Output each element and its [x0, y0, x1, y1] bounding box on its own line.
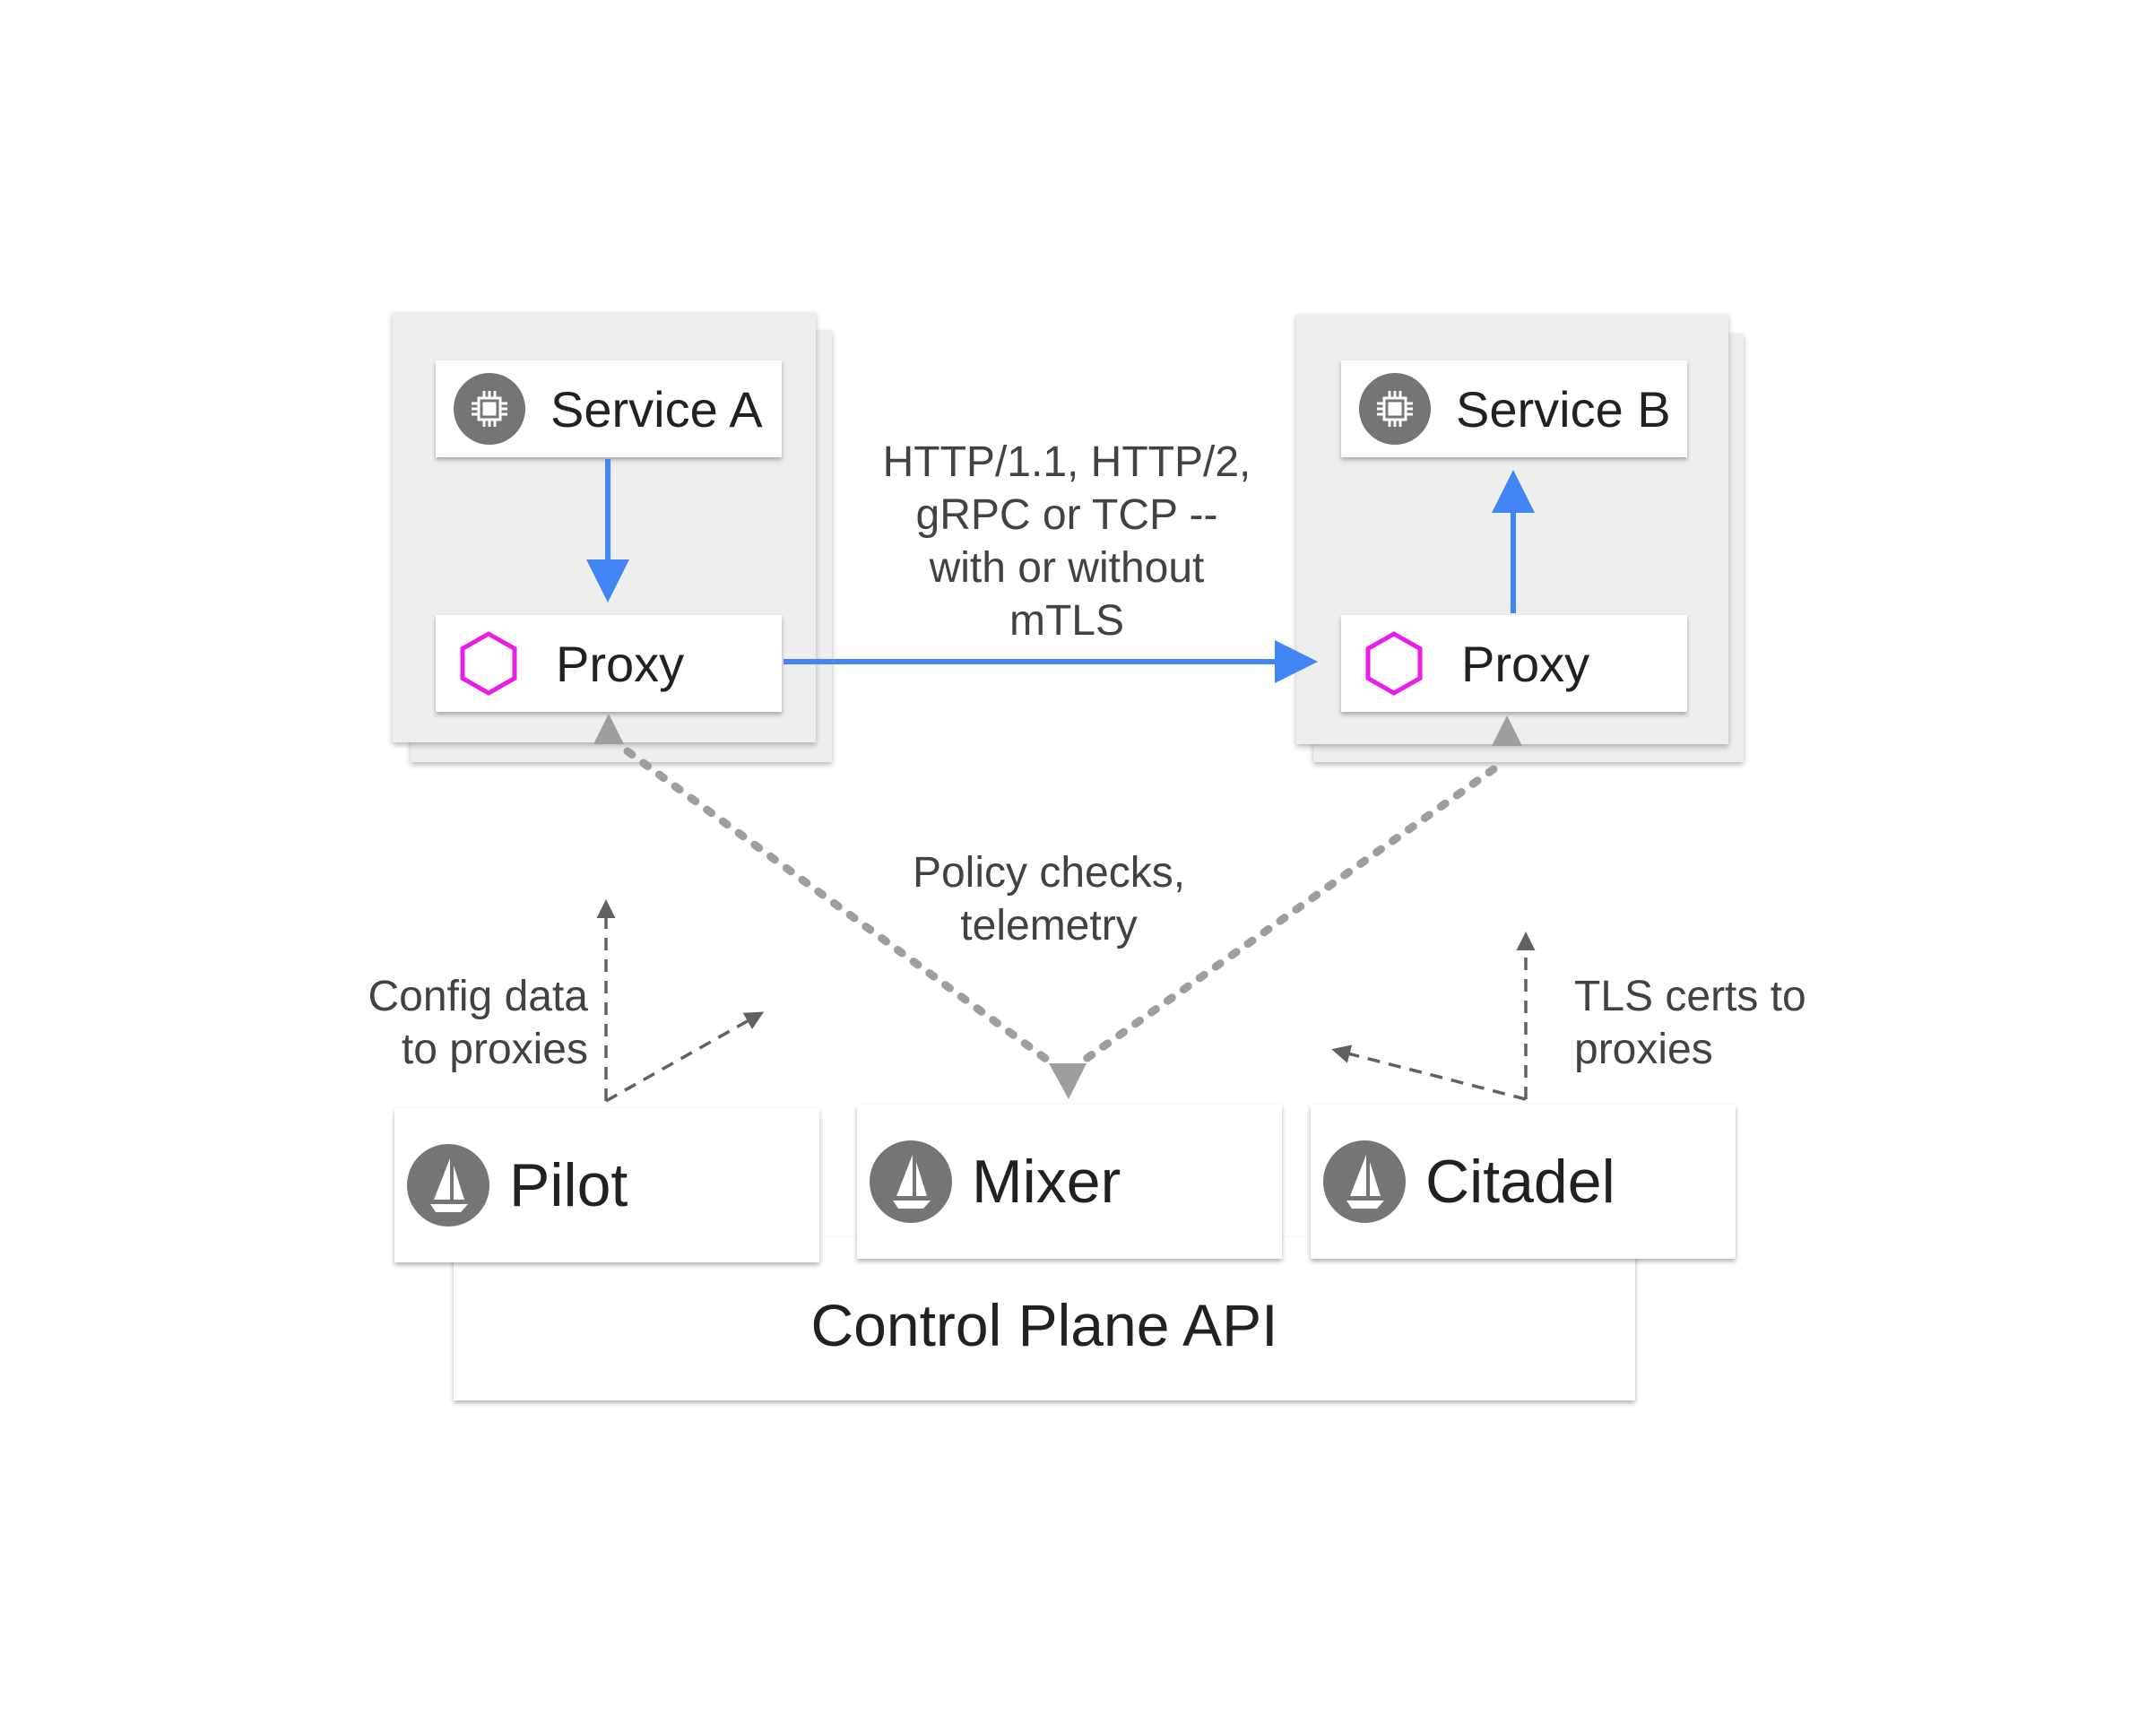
chip-icon: [1359, 373, 1431, 445]
service-a-label: Service A: [550, 380, 763, 438]
sailboat-icon: [870, 1140, 952, 1223]
policy-note: Policy checks, telemetry: [861, 846, 1237, 952]
tls-note: TLS certs to proxies: [1574, 970, 1879, 1076]
proxy-b-label: Proxy: [1461, 635, 1590, 692]
hexagon-icon: [1365, 631, 1423, 696]
dotted-line-proxy-a-mixer: [623, 747, 1052, 1064]
protocol-note: HTTP/1.1, HTTP/2, gRPC or TCP -- with or…: [843, 436, 1291, 647]
citadel-label: Citadel: [1425, 1148, 1615, 1216]
config-note-line-1: Config data: [368, 973, 588, 1020]
tls-note-line-2: proxies: [1574, 1026, 1713, 1073]
citadel-card[interactable]: Citadel: [1311, 1105, 1736, 1259]
protocol-note-line-2: gRPC or TCP --: [915, 491, 1218, 539]
pilot-card[interactable]: Pilot: [394, 1108, 819, 1262]
arrowhead-down-mixer: [1049, 1063, 1087, 1099]
service-b-label: Service B: [1456, 380, 1671, 438]
arrowhead-up-proxy-a: [593, 714, 624, 744]
config-note: Config data to proxies: [305, 970, 588, 1076]
sailboat-icon: [407, 1144, 489, 1227]
config-note-line-2: to proxies: [401, 1026, 588, 1073]
protocol-note-line-4: mTLS: [1009, 597, 1124, 645]
dashed-arrow-pilot-diagonal: [605, 1011, 765, 1103]
service-b-card[interactable]: Service B: [1341, 360, 1687, 457]
service-a-card[interactable]: Service A: [436, 360, 782, 457]
mixer-card[interactable]: Mixer: [857, 1105, 1282, 1259]
tls-note-line-1: TLS certs to: [1574, 973, 1806, 1020]
mixer-label: Mixer: [972, 1148, 1121, 1216]
pilot-label: Pilot: [509, 1151, 628, 1219]
protocol-note-line-3: with or without: [929, 544, 1205, 592]
dashed-arrow-citadel-diagonal: [1331, 1045, 1527, 1101]
sailboat-icon: [1323, 1140, 1406, 1223]
policy-note-line-1: Policy checks,: [912, 849, 1186, 897]
dotted-line-proxy-b-mixer: [1080, 765, 1498, 1064]
control-plane-api: Control Plane API: [454, 1237, 1635, 1400]
policy-note-line-2: telemetry: [960, 902, 1138, 949]
proxy-a-card[interactable]: Proxy: [436, 615, 782, 712]
hexagon-icon: [460, 631, 517, 696]
proxy-a-label: Proxy: [556, 635, 685, 692]
proxy-b-card[interactable]: Proxy: [1341, 615, 1687, 712]
control-plane-api-label: Control Plane API: [810, 1292, 1278, 1358]
protocol-note-line-1: HTTP/1.1, HTTP/2,: [882, 438, 1251, 486]
arrowhead-up-proxy-b: [1492, 715, 1522, 746]
chip-icon: [454, 373, 525, 445]
